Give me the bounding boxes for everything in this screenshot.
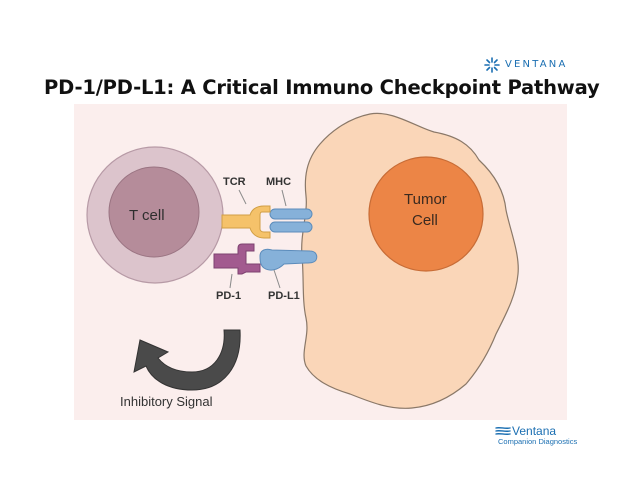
brand-wordmark: VENTANA — [505, 59, 568, 70]
tcr-receptor — [221, 205, 271, 239]
mhc-receptor — [269, 208, 313, 233]
tumor-cell-label-line2: Cell — [412, 212, 438, 229]
ventana-companion-logo: Ventana Companion Diagnostics — [495, 424, 605, 448]
t-cell-nucleus — [108, 166, 200, 258]
page-title: PD-1/PD-L1: A Critical Immuno Checkpoint… — [44, 76, 600, 99]
pathway-diagram: T cell Tumor Cell TCR MHC PD-1 PD-L1 Inh… — [74, 104, 567, 420]
tumor-nucleus — [368, 156, 484, 272]
pdl1-receptor — [259, 248, 318, 271]
brand-subtitle: Companion Diagnostics — [498, 437, 578, 446]
pd1-receptor — [213, 243, 261, 275]
sunburst-logo-icon — [484, 57, 500, 73]
tumor-cell-label-line1: Tumor — [404, 191, 447, 208]
ventana-logo: VENTANA — [482, 56, 602, 74]
inhibitory-signal-arrow — [133, 329, 241, 391]
inhibitory-signal-label: Inhibitory Signal — [120, 394, 213, 409]
pd1-label: PD-1 — [216, 290, 242, 302]
tcr-label: TCR — [223, 176, 246, 188]
mhc-label: MHC — [266, 176, 292, 188]
t-cell-label: T cell — [129, 207, 165, 224]
pdl1-label: PD-L1 — [268, 290, 300, 302]
diagram-canvas — [86, 112, 519, 409]
brand-name: Ventana — [512, 424, 557, 438]
wave-logo-icon — [495, 427, 511, 435]
